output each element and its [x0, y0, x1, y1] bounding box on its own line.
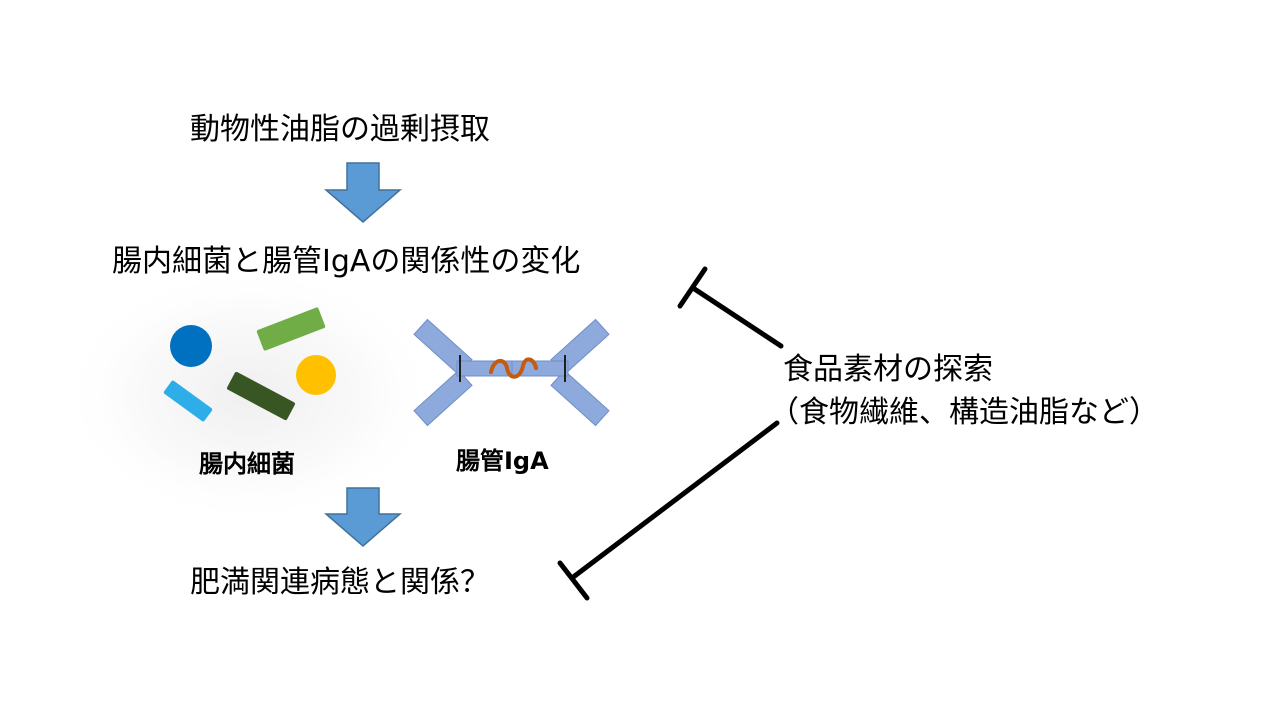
- down-arrow-icon: [323, 487, 403, 547]
- bacillus-light-blue: [163, 380, 213, 422]
- step-obesity-relation: 肥満関連病態と関係？: [190, 565, 490, 600]
- down-arrow-icon: [323, 162, 403, 223]
- iga-arm: [550, 369, 610, 427]
- intervention-examples: （食物繊維、構造油脂など）: [769, 395, 1159, 430]
- label-gut-bacteria: 腸内細菌: [199, 450, 295, 478]
- step-relationship-change: 腸内細菌と腸管IgAの関係性の変化: [112, 244, 581, 279]
- coccus-blue: [170, 325, 212, 367]
- iga-stem-right: [511, 360, 569, 377]
- iga-dimer-icon: [413, 318, 610, 427]
- bacillus-green: [256, 307, 326, 351]
- j-chain-icon: [489, 357, 538, 379]
- iga-arm: [413, 369, 473, 427]
- bacillus-dark-green: [226, 371, 296, 421]
- inhibition-line-lower: [557, 420, 780, 601]
- inhibition-line-upper: [677, 266, 784, 349]
- intervention-title: 食品素材の探索: [783, 352, 993, 387]
- coccus-yellow: [296, 355, 336, 395]
- label-intestinal-iga: 腸管IgA: [456, 447, 549, 475]
- step-excess-intake: 動物性油脂の過剰摂取: [190, 112, 490, 147]
- bacteria-cluster-icon: [163, 307, 336, 422]
